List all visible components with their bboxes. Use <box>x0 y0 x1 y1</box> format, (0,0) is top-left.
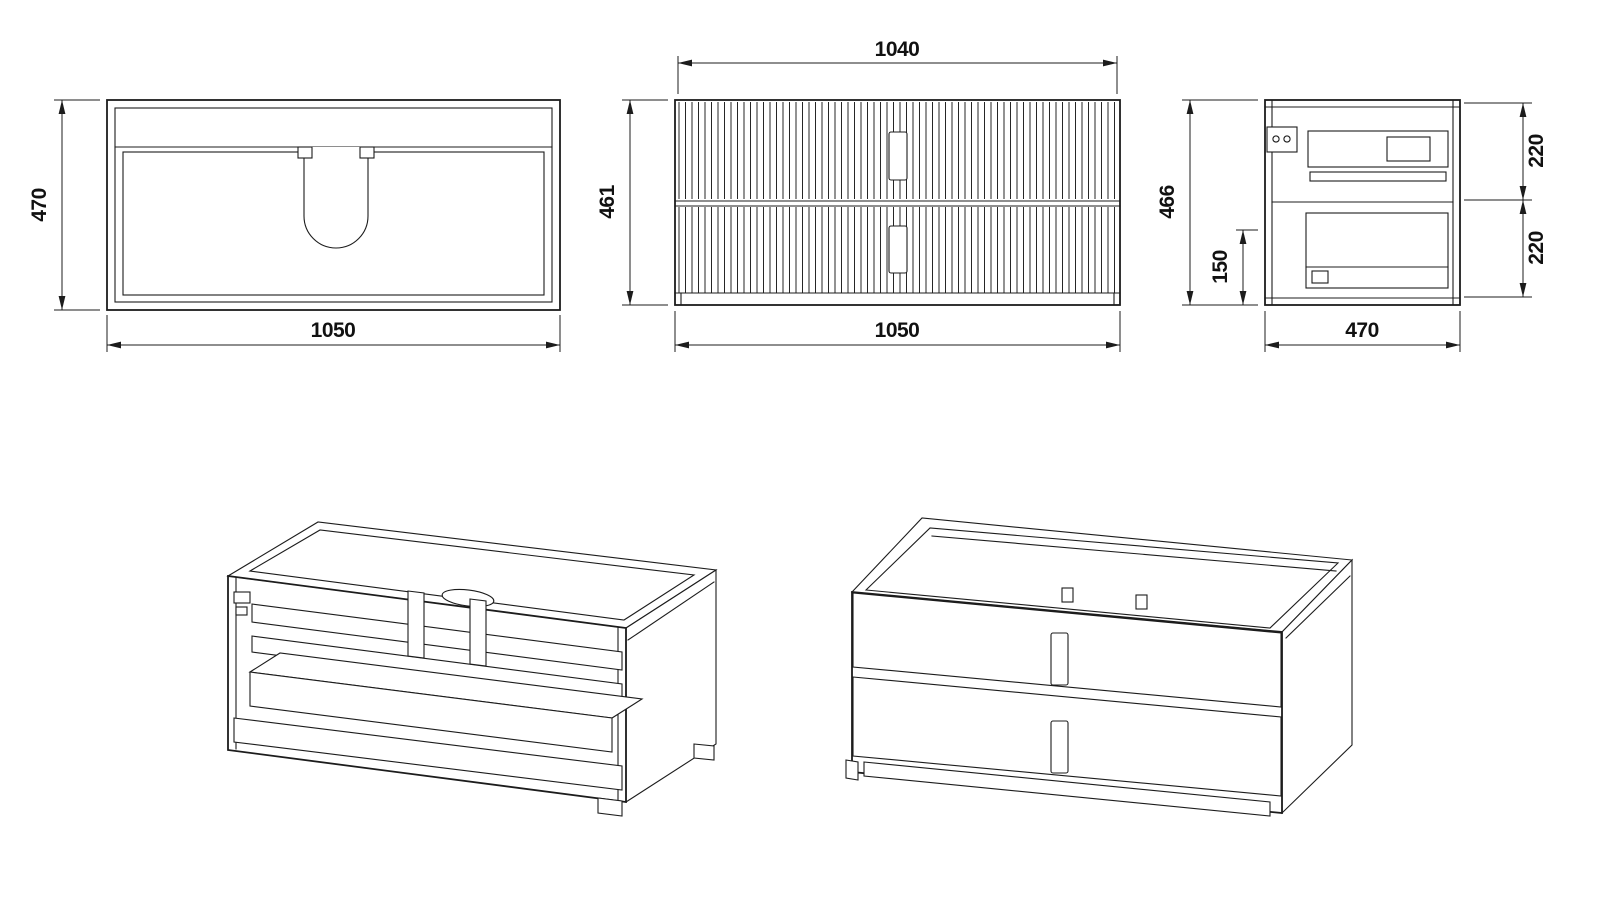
plinth <box>863 761 1271 817</box>
dim-label: 466 <box>1156 185 1179 219</box>
dim-label: 461 <box>596 184 619 218</box>
bottom-rail <box>233 717 623 791</box>
dim-side-lower-drawer: 220 <box>1464 200 1548 298</box>
handle-cutout-upper-iso <box>1050 632 1069 686</box>
top-view: 470 1050 <box>28 99 561 352</box>
foot-back <box>693 743 715 761</box>
sink-bracket-right <box>469 598 487 667</box>
dim-label: 470 <box>1345 319 1379 342</box>
dim-label: 1050 <box>311 319 356 342</box>
dim-label: 150 <box>1209 250 1232 284</box>
drawer-clip-right <box>1135 594 1148 610</box>
wall-bracket <box>1266 126 1298 153</box>
foot-front <box>597 797 623 817</box>
iso-view-carcass <box>226 521 718 817</box>
handle-cutout-lower-iso <box>1050 720 1069 774</box>
dim-label: 1040 <box>875 38 920 61</box>
handle-cutout-lower <box>888 225 908 274</box>
lower-drawer-side <box>1305 212 1449 289</box>
hinge-plate <box>233 591 251 604</box>
drawer-box-front <box>249 671 613 753</box>
dim-side-depth: 470 <box>1264 311 1461 352</box>
sink-drain-cutout <box>303 146 369 249</box>
dim-side-height: 466 <box>1156 99 1258 306</box>
dim-label: 1050 <box>875 319 920 342</box>
dim-top-width: 1050 <box>106 315 561 352</box>
front-view: 1040 461 1050 <box>596 38 1121 352</box>
dim-side-upper-drawer: 220 <box>1464 102 1548 201</box>
dim-top-depth: 470 <box>28 99 100 311</box>
iso-view-assembled <box>845 517 1354 817</box>
foot-left <box>845 759 859 781</box>
side-view: 466 150 220 220 470 <box>1156 99 1548 352</box>
dim-front-width: 1050 <box>674 311 1121 352</box>
sink-bracket-left <box>407 590 425 659</box>
dim-label: 220 <box>1525 134 1548 168</box>
support-rail-upper <box>251 603 623 671</box>
cabinet-front-silhouette <box>851 591 1283 814</box>
dim-side-bottom-clearance: 150 <box>1209 229 1258 305</box>
drawer-clip-left <box>1061 587 1074 603</box>
carcass-front-opening <box>227 574 627 804</box>
handle-cutout-upper <box>888 131 908 181</box>
carcass-top-rim <box>248 529 696 621</box>
drawer-front-upper <box>852 592 1282 708</box>
dim-front-panel-width: 1040 <box>677 38 1118 94</box>
dim-label: 220 <box>1525 231 1548 265</box>
dim-front-height: 461 <box>596 99 668 306</box>
cabinet-top-rim <box>864 527 1340 629</box>
drawer-front-lower <box>852 676 1282 797</box>
dim-label: 470 <box>28 188 51 222</box>
